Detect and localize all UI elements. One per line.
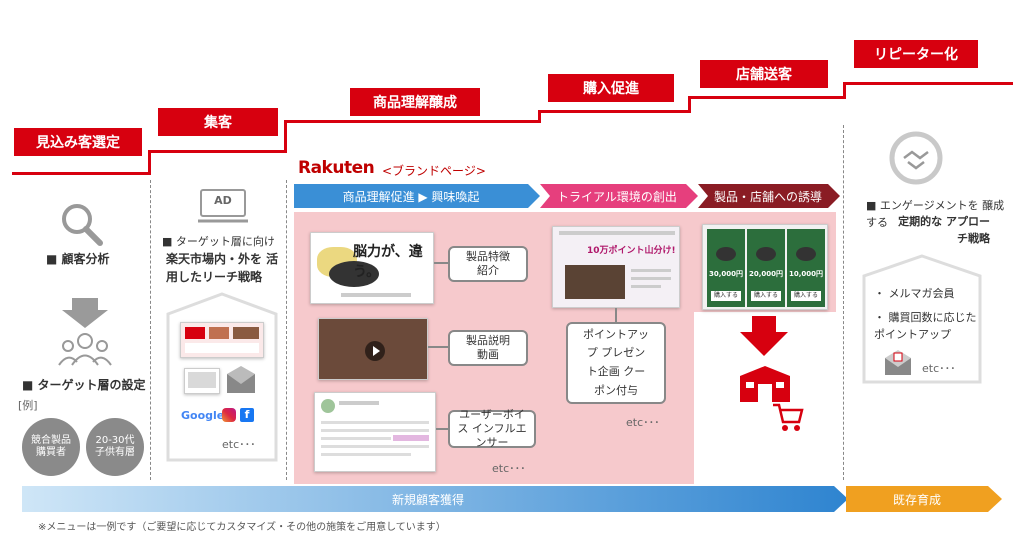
connector-3 xyxy=(436,428,448,430)
magnifier-icon xyxy=(62,204,103,246)
phase-understanding: 商品理解促進 ▶ 興味喚起 xyxy=(342,189,480,204)
stage-label-3: 商品理解醸成 xyxy=(350,88,480,116)
red-down-arrow-icon xyxy=(740,316,788,356)
stair-riser-5 xyxy=(843,82,846,99)
phase-arrow-2-shape xyxy=(540,184,698,208)
campaign-card: 10万ポイント山分け! xyxy=(552,226,680,308)
ad-label: AD xyxy=(214,194,232,207)
phase-trial: トライアル環境の創出 xyxy=(557,189,677,204)
banner-catchcopy: 脳力が、違う。 xyxy=(353,244,423,280)
rakuten-logo: Rakuten xyxy=(298,158,375,178)
product-panel-1: 30,000円 購入する xyxy=(707,229,745,307)
stage-label-4: 購入促進 xyxy=(548,74,674,102)
callout-user-voice: ユーザーボイス インフルエンサー xyxy=(448,408,536,449)
phase-arrow-3-shape xyxy=(698,184,840,208)
brand-page-etc: etc･･･ xyxy=(492,462,526,475)
user-voice-card xyxy=(314,392,436,472)
stair-line-5 xyxy=(688,96,843,99)
example-competitor-buyer: 競合製品 購買者 xyxy=(22,418,80,476)
phase-arrow-1-shape xyxy=(294,184,540,208)
stair-line-1 xyxy=(12,172,148,175)
example-20-30s-with-kids: 20-30代 子供有層 xyxy=(86,418,144,476)
brand-page-label: <ブランドページ> xyxy=(382,164,486,178)
stage-label-2: 集客 xyxy=(158,108,278,136)
product-panel-2: 20,000円 購入する xyxy=(747,229,785,307)
connector-1 xyxy=(434,262,448,264)
media-etc: etc･･･ xyxy=(222,438,256,451)
engagement-text: ■ エンゲージメントを 醸成する xyxy=(866,199,1005,229)
stair-riser-4 xyxy=(688,96,691,113)
analysis-label: ■ 顧客分析 xyxy=(46,252,110,266)
stage-label-6: リピーター化 xyxy=(854,40,978,68)
stair-line-2 xyxy=(148,150,284,153)
example-label: [例] xyxy=(18,399,38,412)
target-reach-bullet: ■ ターゲット層に向け xyxy=(162,235,275,248)
reach-strategy-text: 楽天市場内・外を 活用したリーチ戦略 xyxy=(166,252,279,284)
envelope-icon xyxy=(885,350,911,375)
product-banner-card: 脳力が、違う。 xyxy=(310,232,434,304)
stair-line-4 xyxy=(538,110,688,113)
media-monitor-thumb xyxy=(184,368,220,394)
product-panel-3: 10,000円 購入する xyxy=(787,229,825,307)
callout-point-campaign: ポイントアップ プレゼント企画 クーポン付与 xyxy=(566,322,666,404)
regular-approach-strategy: 定期的な アプローチ戦略 xyxy=(898,215,990,245)
new-customer-label: 新規顧客獲得 xyxy=(391,493,464,507)
trial-etc: etc･･･ xyxy=(626,416,660,429)
buy-button-2[interactable]: 購入する xyxy=(751,291,781,301)
divider-2 xyxy=(286,180,287,480)
product-lineup-card: 30,000円 購入する 20,000円 購入する 10,000円 購入する xyxy=(702,224,828,310)
stair-riser-3 xyxy=(538,110,541,123)
stair-riser-2 xyxy=(284,120,287,153)
stair-riser-1 xyxy=(148,150,151,175)
divider-1 xyxy=(150,180,151,480)
mail-icon xyxy=(227,366,255,393)
newsletter-member: ・ メルマガ会員 xyxy=(874,287,955,300)
stair-line-3 xyxy=(284,120,538,123)
phase-guidance: 製品・店舗への誘導 xyxy=(713,189,822,204)
new-customer-arrow-shape xyxy=(22,486,848,512)
purchase-count-points: ・ 購買回数に応じた ポイントアップ xyxy=(874,311,977,341)
footnote: ※メニューは一例です（ご要望に応じてカスタマイズ・その他の施策をご用意しています… xyxy=(38,522,446,533)
facebook-icon: f xyxy=(240,408,254,422)
ad-monitor-icon xyxy=(198,189,248,223)
stage-label-5: 店舗送客 xyxy=(700,60,828,88)
people-icon xyxy=(58,333,112,366)
buy-button-3[interactable]: 購入する xyxy=(791,291,821,301)
existing-label: 既存育成 xyxy=(892,493,941,507)
media-webpage-thumb xyxy=(180,322,264,358)
play-icon[interactable] xyxy=(365,341,385,361)
callout-product-features: 製品特徴 紹介 xyxy=(448,246,528,282)
product-price-1: 30,000円 xyxy=(708,270,743,278)
existing-arrow-shape xyxy=(846,486,1002,512)
callout-product-video: 製品説明 動画 xyxy=(448,330,528,366)
google-logo: Google xyxy=(181,409,225,422)
shopping-cart-icon xyxy=(773,403,804,431)
connector-2 xyxy=(428,346,448,348)
product-video-card xyxy=(318,318,428,380)
instagram-icon xyxy=(222,408,236,422)
stair-line-6 xyxy=(843,82,1013,85)
connector-4 xyxy=(615,308,617,324)
target-setting-label: ■ ターゲット層の設定 xyxy=(22,378,146,392)
divider-3 xyxy=(843,125,844,480)
stage-label-1: 見込み客選定 xyxy=(14,128,142,156)
buy-button-1[interactable]: 購入する xyxy=(711,291,741,301)
down-arrow-icon xyxy=(62,298,108,328)
store-icon xyxy=(740,366,790,402)
handshake-icon xyxy=(889,131,943,185)
repeat-etc: etc･･･ xyxy=(922,362,956,375)
product-price-3: 10,000円 xyxy=(788,270,823,278)
repeat-house-frame xyxy=(862,254,982,384)
product-price-2: 20,000円 xyxy=(748,270,783,278)
campaign-headline: 10万ポイント山分け! xyxy=(587,246,676,256)
